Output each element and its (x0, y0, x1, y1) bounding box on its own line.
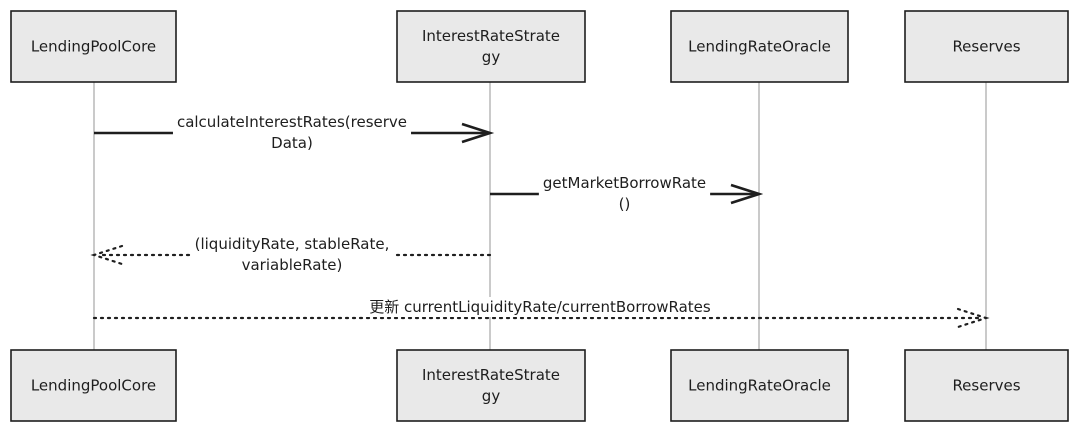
message-label: getMarketBorrowRate (543, 174, 706, 192)
participant-label: Reserves (952, 377, 1020, 395)
participant-bottom: InterestRateStrate gy (396, 349, 586, 422)
participant-top: Reserves (904, 10, 1069, 83)
message-label-background (172, 112, 412, 153)
message-label: variableRate) (242, 256, 343, 274)
participant-label: InterestRateStrate (422, 27, 560, 45)
participant-top: LendingRateOracle (670, 10, 849, 83)
participant-box (396, 10, 586, 83)
participant-bottom: LendingPoolCore (10, 349, 177, 422)
message-label-group: (liquidityRate, stableRate, variableRate) (195, 235, 390, 274)
arrow-head-icon (461, 122, 495, 144)
participant-bottom: LendingRateOracle (670, 349, 849, 422)
arrow-head-icon (730, 183, 764, 205)
message-label: (liquidityRate, stableRate, (195, 235, 390, 253)
participant-label: LendingRateOracle (688, 38, 831, 56)
message-label-background (365, 297, 715, 317)
participant-top: InterestRateStrate gy (396, 10, 586, 83)
message-label-background (190, 234, 394, 275)
participant-bottom: Reserves (904, 349, 1069, 422)
participant-label: LendingPoolCore (31, 38, 156, 56)
participant-box (904, 10, 1069, 83)
participant-box (670, 349, 849, 422)
participant-box (670, 10, 849, 83)
participant-label: gy (482, 387, 501, 405)
participant-label: InterestRateStrate (422, 366, 560, 384)
message-label-group: 更新 currentLiquidityRate/currentBorrowRat… (369, 298, 711, 316)
message-label: Data) (271, 134, 313, 152)
participant-box (396, 349, 586, 422)
message: 更新 currentLiquidityRate/currentBorrowRat… (92, 297, 990, 329)
message-label-background (538, 173, 711, 214)
participant-box (10, 349, 177, 422)
arrow-head-icon (90, 244, 124, 266)
participant-label: Reserves (952, 38, 1020, 56)
participant-label: LendingPoolCore (31, 377, 156, 395)
message: (liquidityRate, stableRate, variableRate) (90, 234, 492, 275)
participant-box (10, 10, 177, 83)
arrow-head-icon (956, 307, 990, 329)
participant-label: gy (482, 48, 501, 66)
message-label-group: getMarketBorrowRate () (543, 174, 706, 213)
message: getMarketBorrowRate () (490, 173, 764, 214)
message-label: calculateInterestRates(reserve (177, 113, 407, 131)
participant-label: LendingRateOracle (688, 377, 831, 395)
message-label: 更新 currentLiquidityRate/currentBorrowRat… (369, 298, 711, 316)
participant-top: LendingPoolCore (10, 10, 177, 83)
participant-box (904, 349, 1069, 422)
message-label: () (619, 195, 631, 213)
